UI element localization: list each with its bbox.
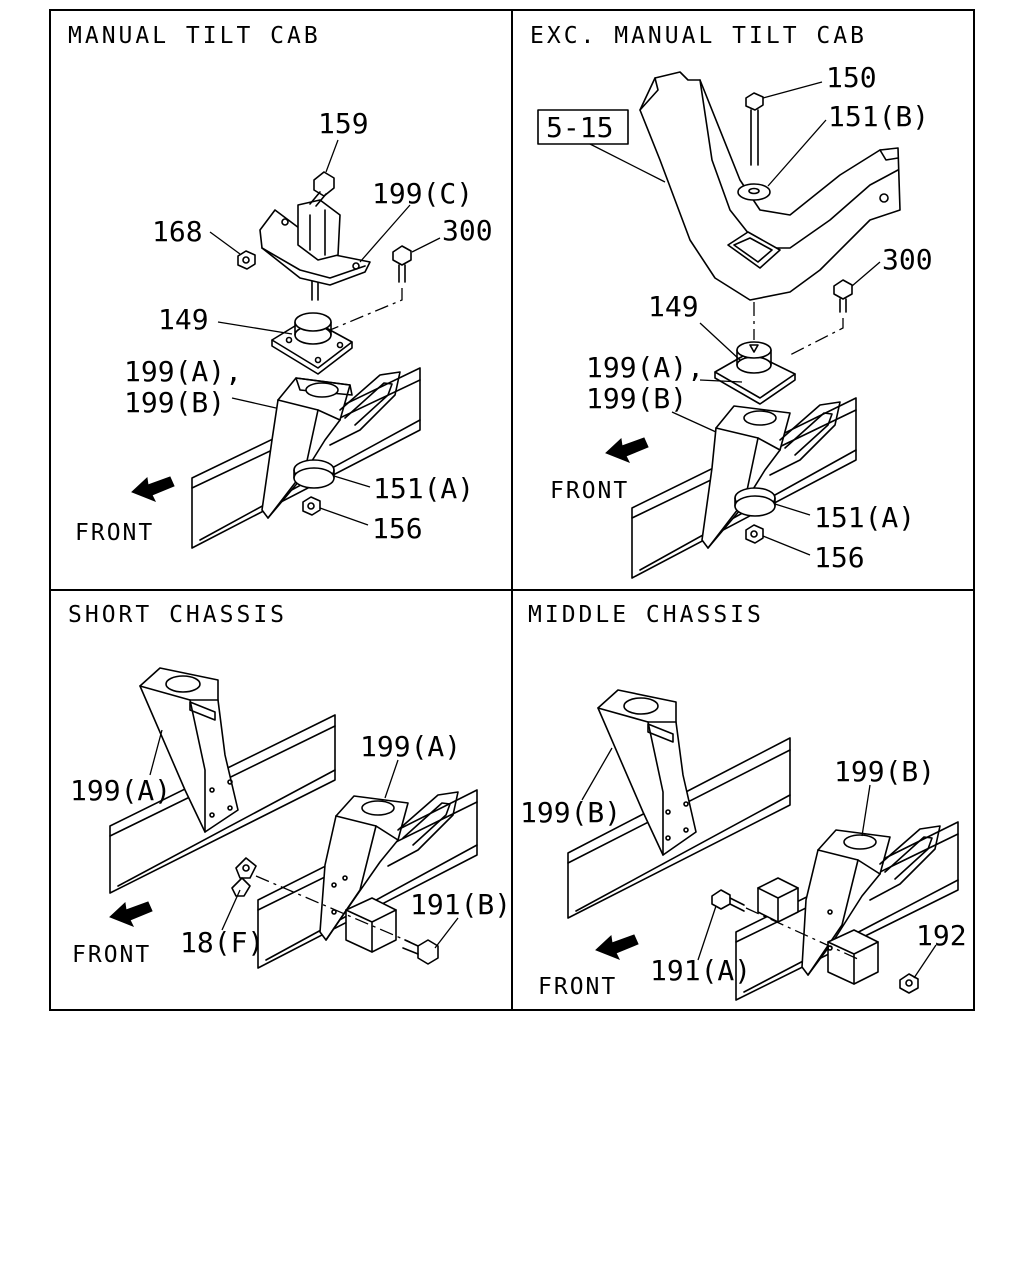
bolt-150 [745, 92, 764, 166]
panel-title: MIDDLE CHASSIS [528, 602, 764, 628]
callout-151b: 151(B) [828, 100, 929, 133]
bolt-300 [789, 279, 853, 356]
front-arrow-icon [605, 437, 649, 463]
bracket-199a-left [139, 667, 239, 833]
spacer-block [757, 877, 799, 923]
callout-18f: 18(F) [180, 926, 264, 959]
callout-191a: 191(A) [650, 954, 751, 987]
bolt-191b [402, 939, 439, 965]
reference-box-label: 5-15 [546, 111, 613, 144]
panel-middle-chassis: MIDDLE CHASSIS [520, 602, 967, 1001]
panel-title: SHORT CHASSIS [68, 602, 287, 628]
leader-lines [149, 729, 459, 949]
panel-exc-manual-tilt-cab: EXC. MANUAL TILT CAB 5-15 [530, 23, 933, 579]
insulator-149 [714, 341, 796, 405]
washer-151a [293, 459, 335, 489]
diagram-frame [49, 9, 975, 1011]
callout-149: 149 [158, 303, 209, 336]
callout-199a-right: 199(A) [360, 730, 461, 763]
callout-151a: 151(A) [814, 501, 915, 534]
front-arrow-icon [595, 934, 639, 960]
bolt-300 [329, 245, 412, 331]
callout-199b-left: 199(B) [520, 796, 621, 829]
front-label: FRONT [550, 478, 629, 504]
callout-199b-right: 199(B) [834, 755, 935, 788]
front-label: FRONT [538, 974, 617, 1000]
bolt-159 [309, 171, 335, 207]
leader-lines [671, 81, 881, 556]
callout-191b: 191(B) [410, 888, 511, 921]
front-label: FRONT [72, 942, 151, 968]
panel-manual-tilt-cab: MANUAL TILT CAB [68, 23, 493, 549]
callout-192: 192 [916, 919, 967, 952]
nut-192 [899, 973, 919, 994]
nut-168 [237, 250, 256, 270]
callout-199a-left: 199(A) [70, 774, 171, 807]
bracket-199a-right [319, 791, 459, 953]
bracket-199b-left [597, 689, 697, 856]
callout-300: 300 [442, 214, 493, 247]
callout-199a: 199(A), [124, 355, 242, 388]
cab-mount-bracket [701, 401, 841, 549]
panel-title: EXC. MANUAL TILT CAB [530, 23, 867, 49]
callout-300: 300 [882, 243, 933, 276]
cab-bracket-upper [259, 199, 371, 286]
bolt-191a [711, 889, 861, 961]
front-arrow-icon [109, 901, 153, 927]
callout-199a: 199(A), [586, 351, 704, 384]
callout-199b: 199(B) [124, 386, 225, 419]
front-label: FRONT [75, 520, 154, 546]
washer-151b [737, 183, 771, 201]
front-arrow-icon [131, 476, 175, 502]
panel-title: MANUAL TILT CAB [68, 23, 321, 49]
callout-149: 149 [648, 290, 699, 323]
nut-156 [745, 524, 764, 544]
callout-150: 150 [826, 61, 877, 94]
reference-box: 5-15 [537, 109, 666, 183]
nut-156 [302, 496, 321, 516]
washer-151a [734, 487, 776, 517]
callout-156: 156 [372, 512, 423, 545]
callout-151a: 151(A) [373, 472, 474, 505]
insulator-149 [271, 312, 353, 375]
callout-156: 156 [814, 541, 865, 574]
callout-159: 159 [318, 107, 369, 140]
callout-199b: 199(B) [586, 382, 687, 415]
callout-199c: 199(C) [372, 177, 473, 210]
lock-plate-18f [231, 857, 411, 943]
panel-short-chassis: SHORT CHASSIS [68, 602, 511, 969]
callout-168: 168 [152, 215, 203, 248]
leader-lines [581, 747, 937, 979]
leader-lines [209, 139, 441, 526]
bracket-199b-right [801, 825, 941, 985]
cab-floor-member [639, 71, 901, 301]
